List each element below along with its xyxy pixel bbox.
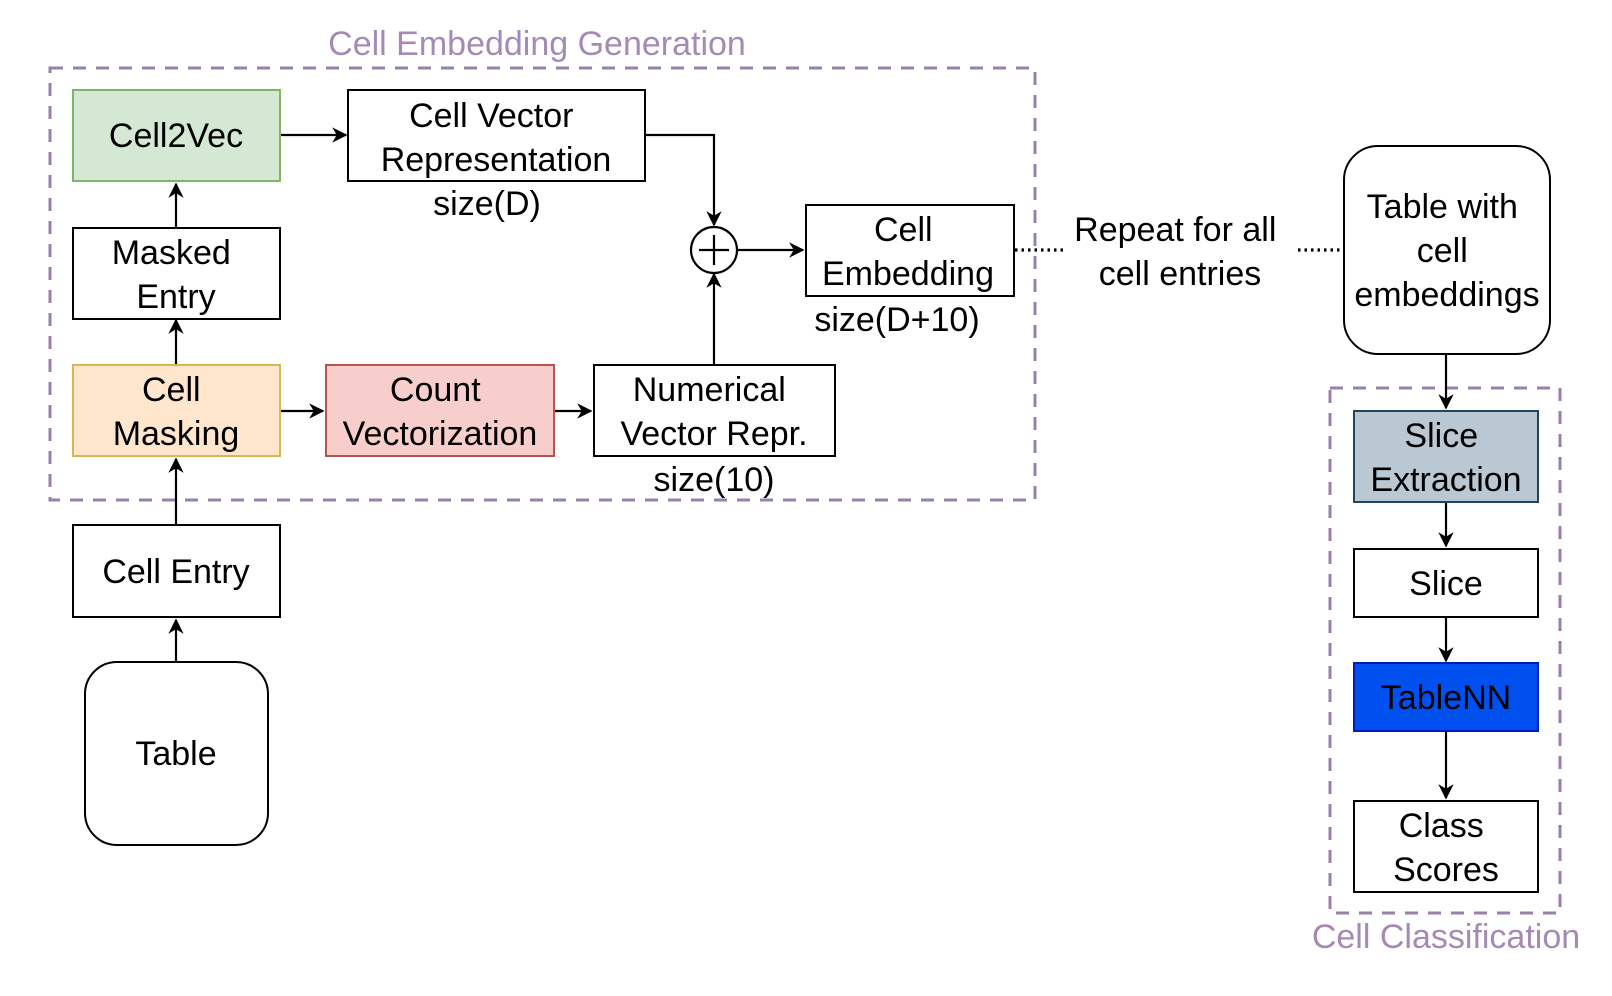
cell-entry-box — [72, 524, 281, 618]
table-with-embeddings-label: Table with cell embeddings — [1354, 188, 1539, 314]
edge-cell-vector-representation-to-sum — [645, 133, 722, 227]
embedding-group-title: Cell Embedding Generation — [328, 25, 746, 63]
cell-vector-representation-box — [347, 89, 646, 182]
class-scores-label: Class Scores — [1393, 807, 1499, 889]
slice-extraction-label: Slice Extraction — [1370, 417, 1521, 499]
classification-group-title: Cell Classification — [1312, 918, 1580, 956]
class-scores-box — [1353, 800, 1539, 893]
repeat-note: Repeat for all cell entries — [1074, 211, 1286, 293]
cell2vec-label: Cell2Vec — [109, 117, 243, 155]
masked-entry-box — [72, 227, 281, 320]
masked-entry-label: Masked Entry — [112, 234, 241, 316]
tablenn-box — [1353, 662, 1539, 732]
slice-label: Slice — [1409, 565, 1483, 603]
numerical-vector-repr-label: Numerical Vector Repr. — [620, 371, 807, 453]
connectors — [168, 127, 1454, 800]
cell2vec-box — [72, 89, 281, 182]
slice-extraction-box — [1353, 410, 1539, 503]
count-vectorization-box — [325, 364, 555, 457]
table-with-embeddings-box — [1343, 145, 1551, 355]
numerical-vector-repr-box — [593, 364, 836, 457]
cell-vector-representation-size: size(D) — [433, 185, 541, 223]
cell-entry-label: Cell Entry — [102, 553, 249, 591]
circled-plus-icon — [689, 225, 739, 275]
numerical-vector-repr-size: size(10) — [654, 461, 775, 499]
tablenn-label: TableNN — [1381, 679, 1511, 717]
count-vectorization-label: Count Vectorization — [343, 371, 538, 453]
table-box — [84, 661, 269, 846]
cell-embedding-size: size(D+10) — [814, 301, 979, 339]
cell-masking-label: Cell Masking — [113, 371, 240, 453]
embedding-group-frame — [48, 66, 1037, 502]
cell-masking-box — [72, 364, 281, 457]
slice-box — [1353, 548, 1539, 618]
cell-embedding-label: Cell Embedding — [822, 211, 994, 293]
table-label: Table — [135, 735, 216, 773]
cell-embedding-box — [805, 204, 1015, 297]
cell-vector-representation-label: Cell Vector Representation — [381, 97, 612, 179]
